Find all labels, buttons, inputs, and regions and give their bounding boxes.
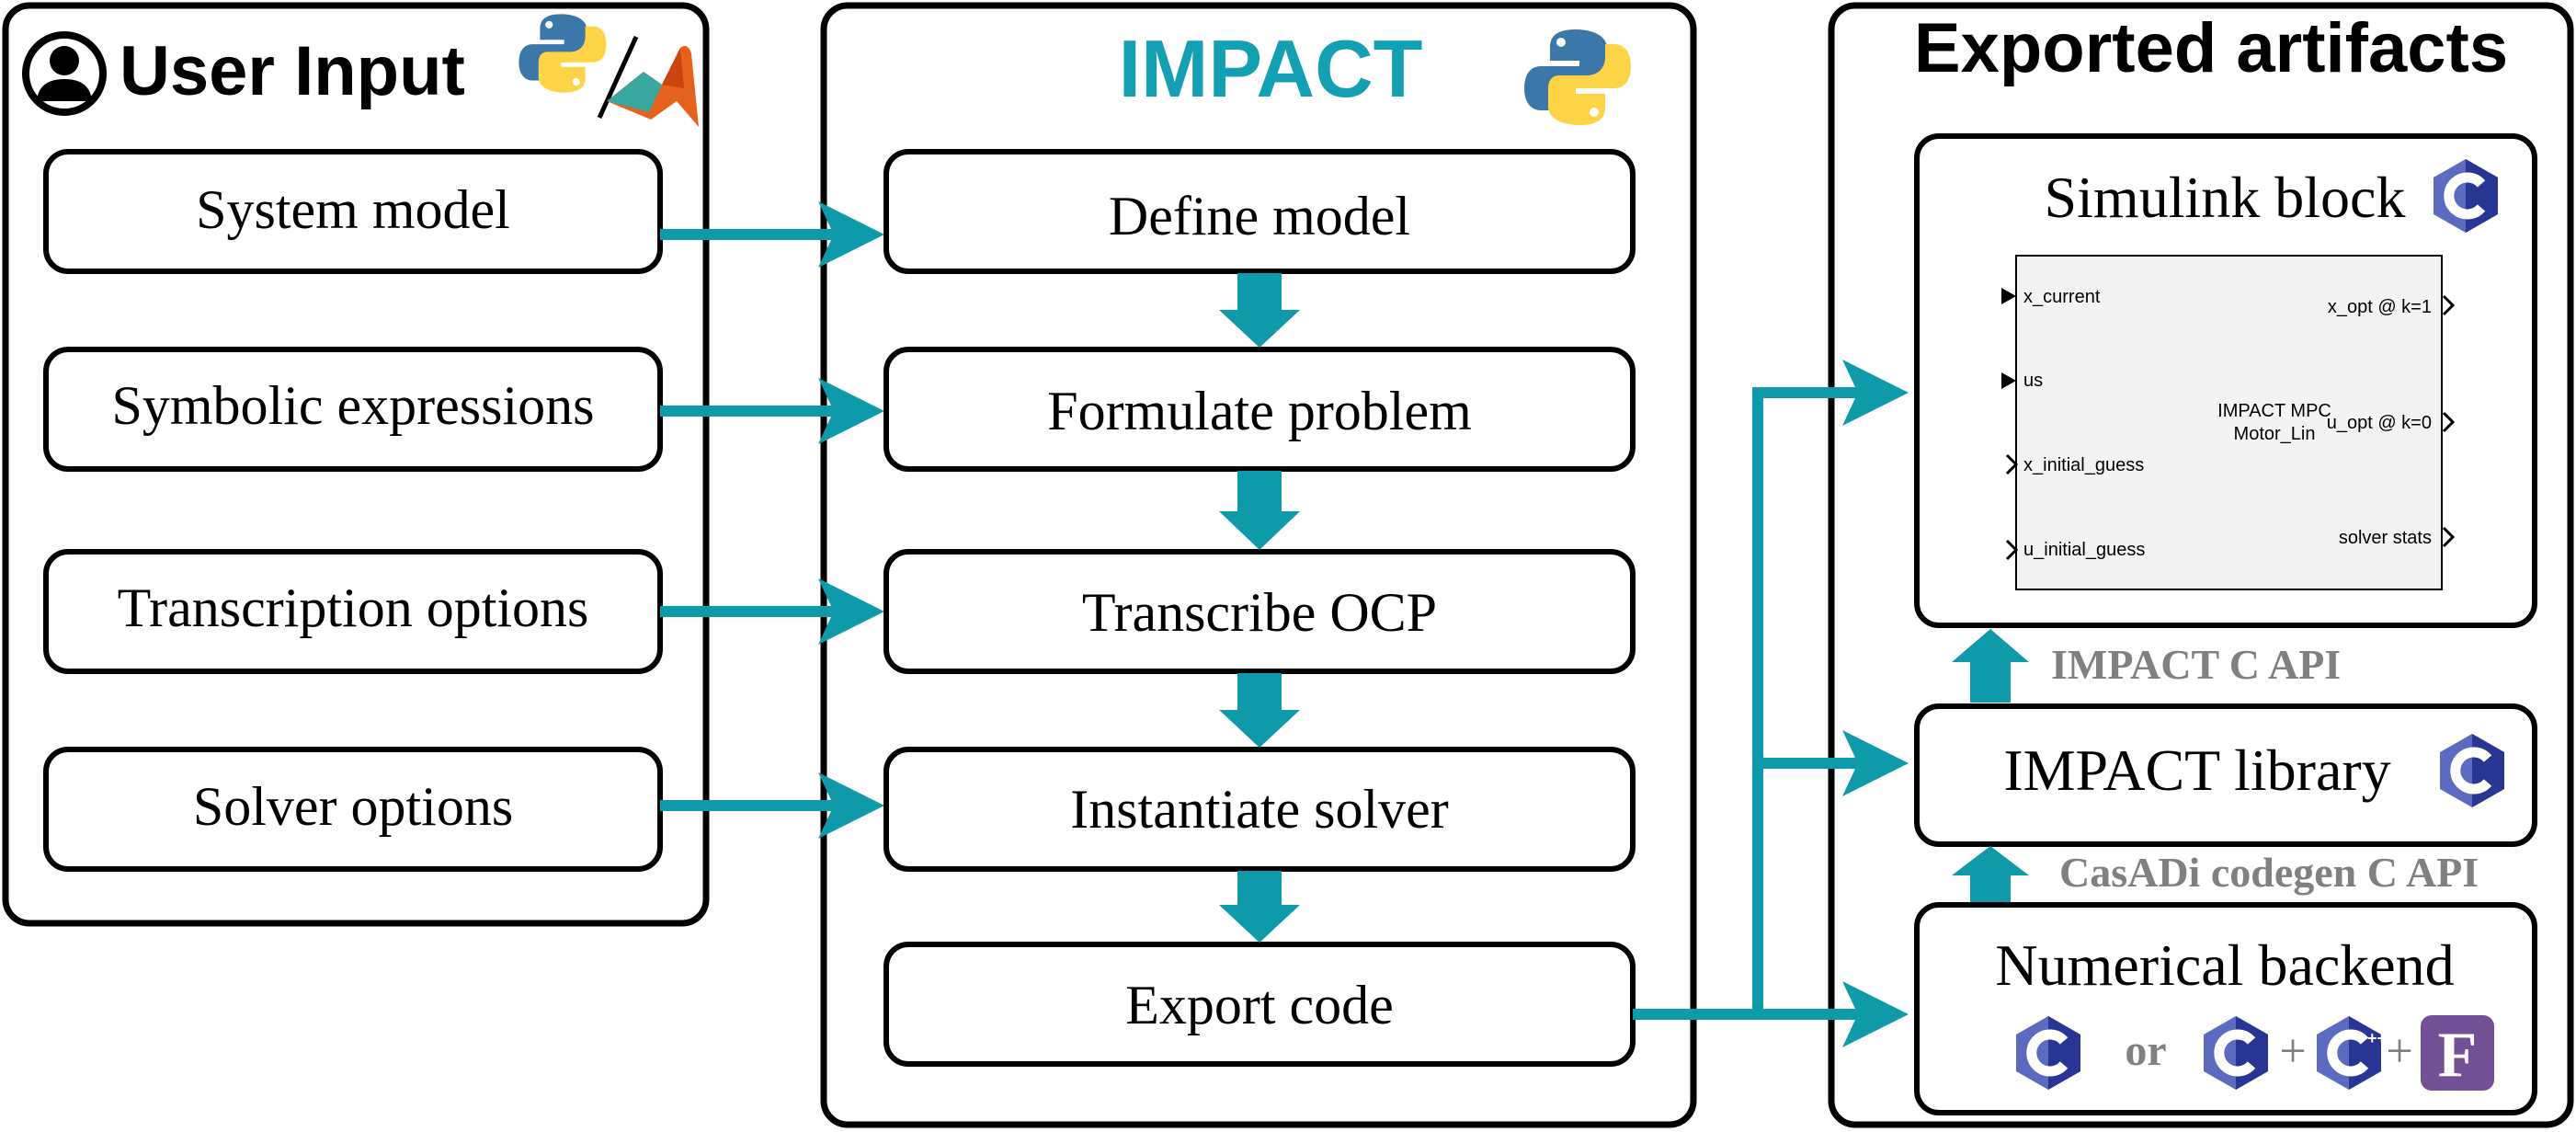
exported-artifacts-title: Exported artifacts [1914, 9, 2508, 87]
in-port-label: x_current [2023, 287, 2101, 307]
out-port-label: x_opt @ k=1 [2328, 297, 2432, 317]
formulate-problem-label: Formulate problem [1047, 381, 1472, 441]
system-model-box [43, 149, 663, 274]
arrow-formulate-to-transcribe [1219, 471, 1300, 550]
export-arrows [1633, 360, 1909, 1047]
slash-divider [597, 35, 639, 120]
export-code-box [883, 942, 1636, 1067]
formulate-problem-box [883, 347, 1636, 472]
define-model-label: Define model [1109, 186, 1410, 246]
impact-steps: Define model Formulate problem Transcrib… [883, 149, 1636, 1067]
matlab-icon [607, 46, 699, 127]
input-arrows [660, 201, 884, 839]
instantiate-solver-label: Instantiate solver [1070, 779, 1449, 840]
arrow-backend-to-library [1952, 846, 2029, 903]
system-model-label: System model [196, 179, 510, 240]
plus-label: + [2386, 1025, 2412, 1078]
impact-title: IMPACT [1119, 23, 1423, 114]
in-port-arrow [2001, 288, 2016, 304]
user-input-items: System model Symbolic expressions Transc… [43, 149, 663, 872]
in-port-arrow [2005, 539, 2019, 561]
symbolic-expressions-label: Symbolic expressions [112, 375, 595, 436]
impact-library-label: IMPACT library [2003, 738, 2390, 803]
in-port-arrow [2005, 453, 2019, 475]
out-port-label: solver stats [2339, 528, 2432, 548]
export-code-label: Export code [1125, 975, 1394, 1035]
transcription-options-label: Transcription options [118, 577, 589, 638]
transcribe-ocp-label: Transcribe OCP [1082, 582, 1437, 643]
plus-label: + [2279, 1025, 2306, 1078]
out-port-arrow [2442, 411, 2456, 433]
solver-options-label: Solver options [193, 776, 513, 837]
in-port-arrow [2001, 372, 2016, 389]
in-port-label: x_initial_guess [2023, 455, 2144, 475]
simulink-ports: x_current us x_initial_guess u_initial_g… [2001, 287, 2456, 561]
numerical-backend-title: Numerical backend [1995, 932, 2454, 998]
arrow-instantiate-to-export [1219, 871, 1300, 943]
simulink-block-title: Simulink block [2045, 165, 2406, 230]
user-icon [22, 31, 107, 116]
in-port-label: u_initial_guess [2023, 540, 2145, 560]
cpp-mark: ++ [2367, 1029, 2387, 1047]
simulink-diagram: x_current us x_initial_guess u_initial_g… [2001, 255, 2456, 590]
arrow-define-to-formulate [1219, 273, 1300, 348]
simulink-block-name: IMPACT MPC [2217, 401, 2331, 421]
out-port-arrow [2442, 526, 2456, 548]
user-input-title: User Input [120, 32, 465, 110]
arrow-transcribe-to-instantiate [1219, 673, 1300, 748]
instantiate-solver-box [883, 747, 1636, 872]
arrow-library-to-simulink [1952, 629, 2029, 703]
impact-c-api-label: IMPACT C API [2051, 641, 2341, 688]
define-model-box [883, 149, 1636, 274]
simulink-block-name: Motor_Lin [2234, 424, 2316, 444]
in-port-label: us [2023, 371, 2043, 391]
out-port-label: u_opt @ k=0 [2327, 413, 2432, 433]
fortran-icon: F [2421, 1015, 2494, 1091]
transcribe-ocp-box [883, 549, 1636, 674]
cpp-icon: ++ [2317, 1016, 2387, 1090]
or-label: or [2125, 1026, 2166, 1075]
step-arrows [1219, 273, 1300, 943]
simulink-subsystem [2015, 255, 2443, 590]
casadi-api-label: CasADi codegen C API [2059, 849, 2479, 896]
out-port-arrow [2442, 294, 2456, 316]
impact-library-box [1914, 703, 2537, 847]
fortran-mark: F [2438, 1020, 2478, 1091]
